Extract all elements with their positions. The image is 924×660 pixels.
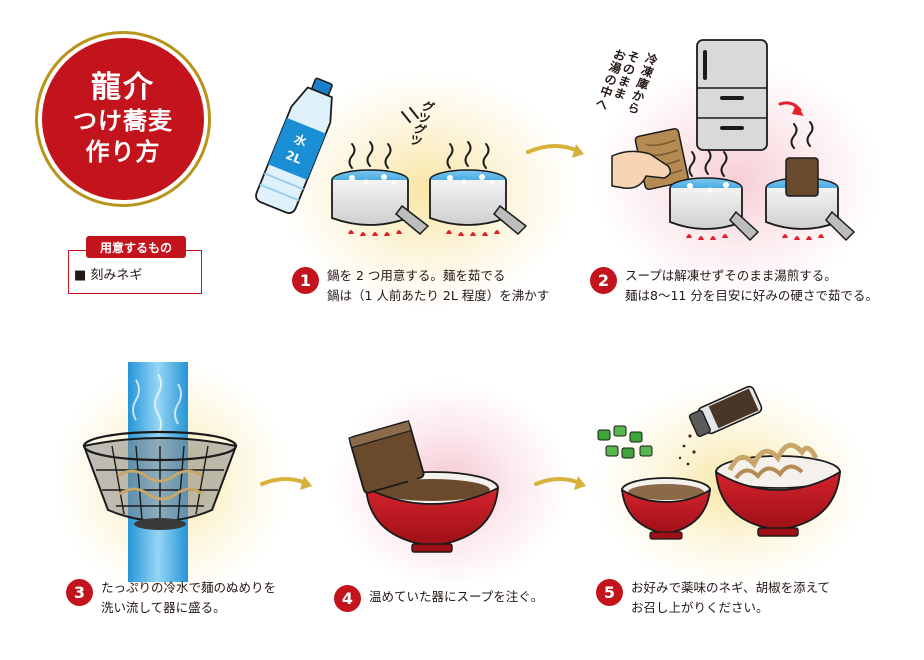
step-4-line1: 温めていた器にスープを注ぐ。 [369,589,544,604]
step-number: 3 [66,579,93,606]
pepper-shaker-icon [688,385,763,437]
step-1: 1 鍋を 2 つ用意する。麺を茹でる 鍋は（1 人前あたり 2L 程度）を沸かす [292,266,549,306]
steam-icon [348,141,392,169]
scallion-icon [597,425,653,459]
flame-icon [686,234,728,240]
colander-icon [82,430,238,530]
title-badge: 龍介 つけ蕎麦 作り方 [42,38,204,200]
soup-pack-icon [348,420,425,494]
arrow-head [574,476,586,490]
pot-icon [331,169,430,236]
step-1-line1: 鍋を 2 つ用意する。麺を茹でる [327,268,506,283]
step-number: 4 [334,585,361,612]
refrigerator-icon [696,39,768,151]
arrow-icon [260,477,310,486]
step-2-line2: 麺は8〜11 分を目安に好みの硬さで茹でる。 [625,288,878,303]
flame-icon [782,234,824,240]
step-3-line1: たっぷりの冷水で麺のぬめりを [101,580,277,595]
soup-pack-icon [785,157,819,197]
steam-icon [446,141,490,169]
water-ripple [132,373,182,435]
pot-icon [429,169,528,236]
step-1-line2: 鍋は（1 人前あたり 2L 程度）を沸かす [327,288,550,303]
flame-icon [446,230,500,236]
step-3: 3 たっぷりの冷水で麺のぬめりを 洗い流して器に盛る。 [66,578,276,618]
step-number: 1 [292,267,319,294]
needs-item: ■ 刻みネギ [74,268,143,283]
step-number: 2 [590,267,617,294]
arrow-icon [534,477,584,486]
soup-stream [406,474,430,496]
flame-icon [348,230,402,236]
step-5: 5 お好みで薬味のネギ、胡椒を添えて お召し上がりください。 [596,578,830,618]
badge-line1: 龍介 [91,70,155,105]
pot-icon [669,177,760,242]
steam-icon [790,121,814,149]
water-bottle-icon: 水 2L [255,77,333,214]
needs-title: 用意するもの [86,236,186,258]
arrow-head [572,144,584,158]
red-arrow-head [792,104,804,116]
pepper-grains [678,434,696,466]
step-2-line1: スープは解凍せずそのまま湯煎する。 [625,268,837,283]
step-number: 5 [596,579,623,606]
step-2: 2 スープは解凍せずそのまま湯煎する。 麺は8〜11 分を目安に好みの硬さで茹で… [590,266,878,306]
sound-lines [401,107,419,123]
step-5-line1: お好みで薬味のネギ、胡椒を添えて [631,580,831,595]
arrow-icon [526,144,582,154]
badge-line2: つけ蕎麦 [73,107,173,135]
step-5-line2: お召し上がりください。 [631,600,769,615]
step-3-line2: 洗い流して器に盛る。 [101,600,226,615]
steam-icon [688,149,728,177]
arrow-head [300,476,312,490]
step-4: 4 温めていた器にスープを注ぐ。 [334,584,543,612]
soup-bowl-icon [620,477,712,540]
hand-icon [611,150,671,189]
noodle-bowl-icon [714,442,842,537]
badge-line3: 作り方 [85,138,161,166]
bottle-label-line2: 2L [284,148,304,167]
